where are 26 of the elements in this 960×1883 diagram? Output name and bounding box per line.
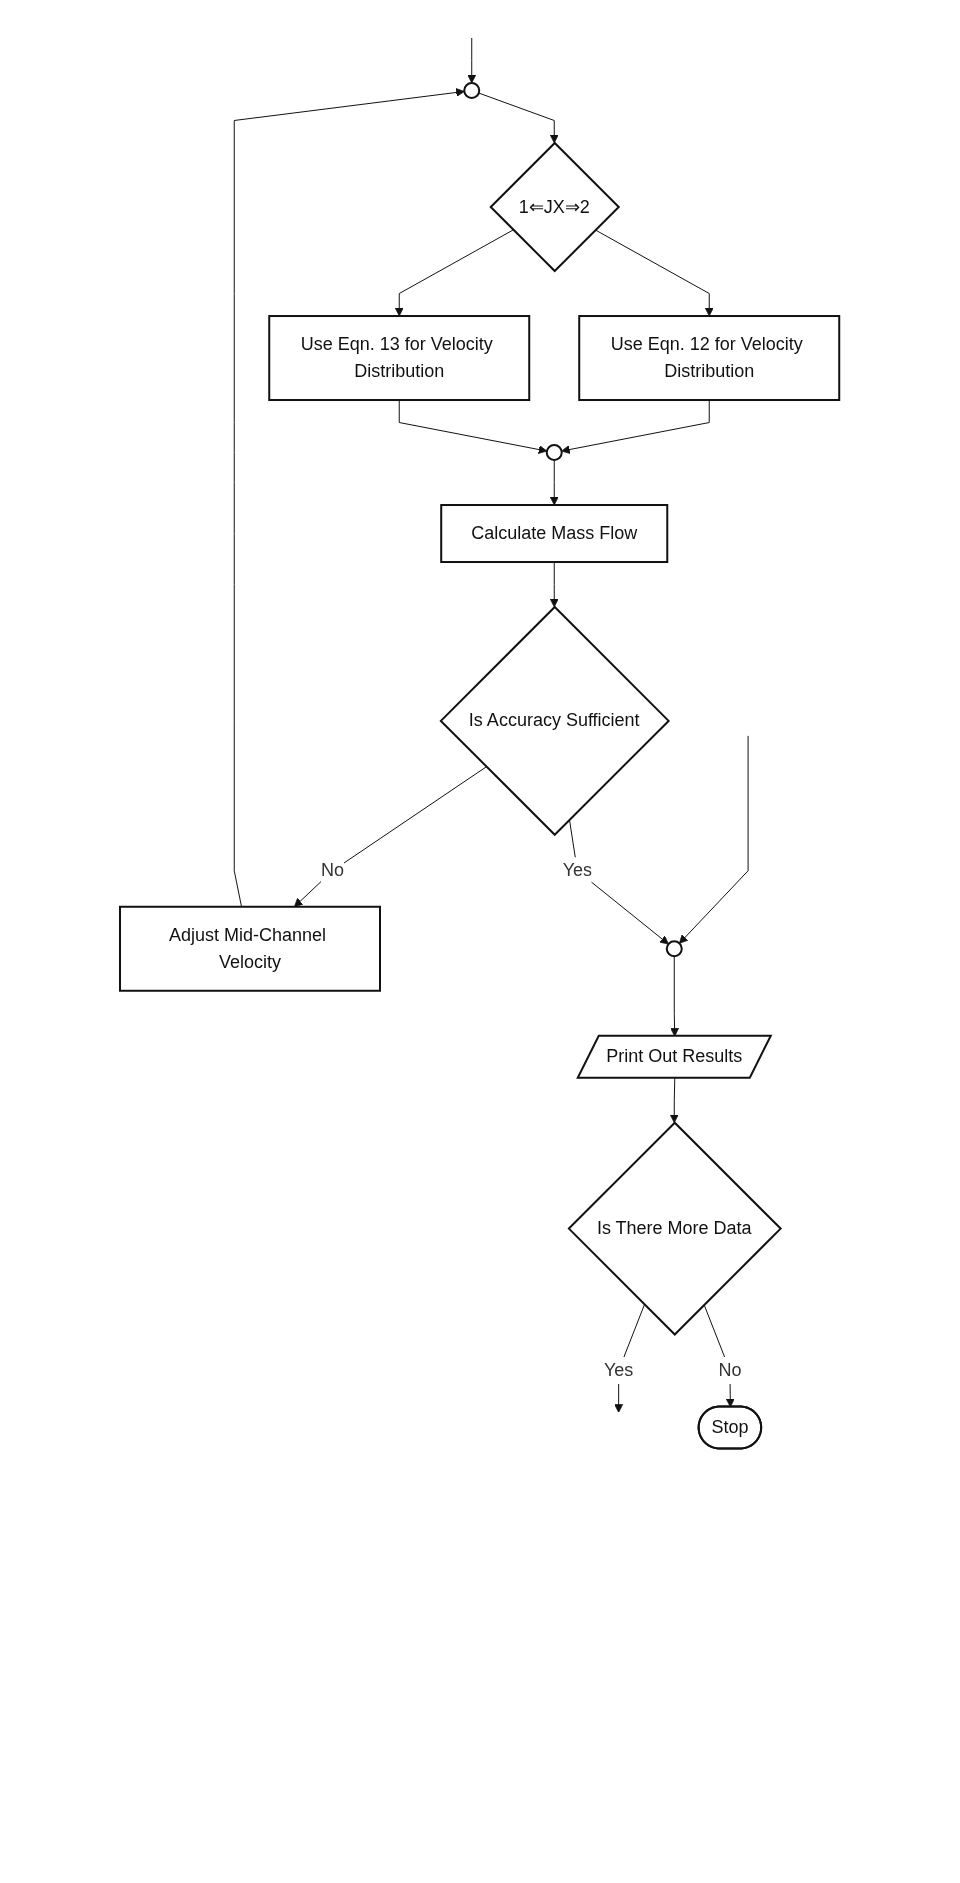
arrow: [234, 88, 466, 908]
node-circle: [463, 82, 481, 99]
arrow: [670, 1077, 680, 1124]
node-diamond: Is Accuracy Sufficient: [439, 605, 671, 837]
edge-label: No: [321, 860, 345, 881]
arrow: [550, 459, 559, 506]
arrow: [679, 735, 749, 944]
arrow: [467, 37, 477, 84]
node-diamond: Is There More Data: [567, 1121, 783, 1336]
arrow: [294, 766, 488, 908]
arrow: [478, 92, 559, 144]
arrow: [395, 229, 515, 317]
edge-label: Yes: [563, 860, 593, 881]
edge-label: Yes: [604, 1359, 634, 1380]
arrow: [399, 399, 548, 454]
node-box: Calculate Mass Flow: [440, 504, 669, 563]
node-circle: [546, 444, 564, 461]
arrow: [595, 229, 714, 317]
arrow: [550, 561, 559, 608]
node-circle: [666, 940, 684, 958]
node-box: Use Eqn. 12 for Velocity Distribution: [578, 315, 841, 401]
node-diamond: 1⇐JX⇒2: [489, 141, 621, 273]
node-box: Use Eqn. 13 for Velocity Distribution: [268, 315, 531, 401]
edge-label: No: [718, 1359, 742, 1380]
node-box: Adjust Mid-Channel Velocity: [119, 905, 382, 992]
arrow: [561, 399, 711, 454]
